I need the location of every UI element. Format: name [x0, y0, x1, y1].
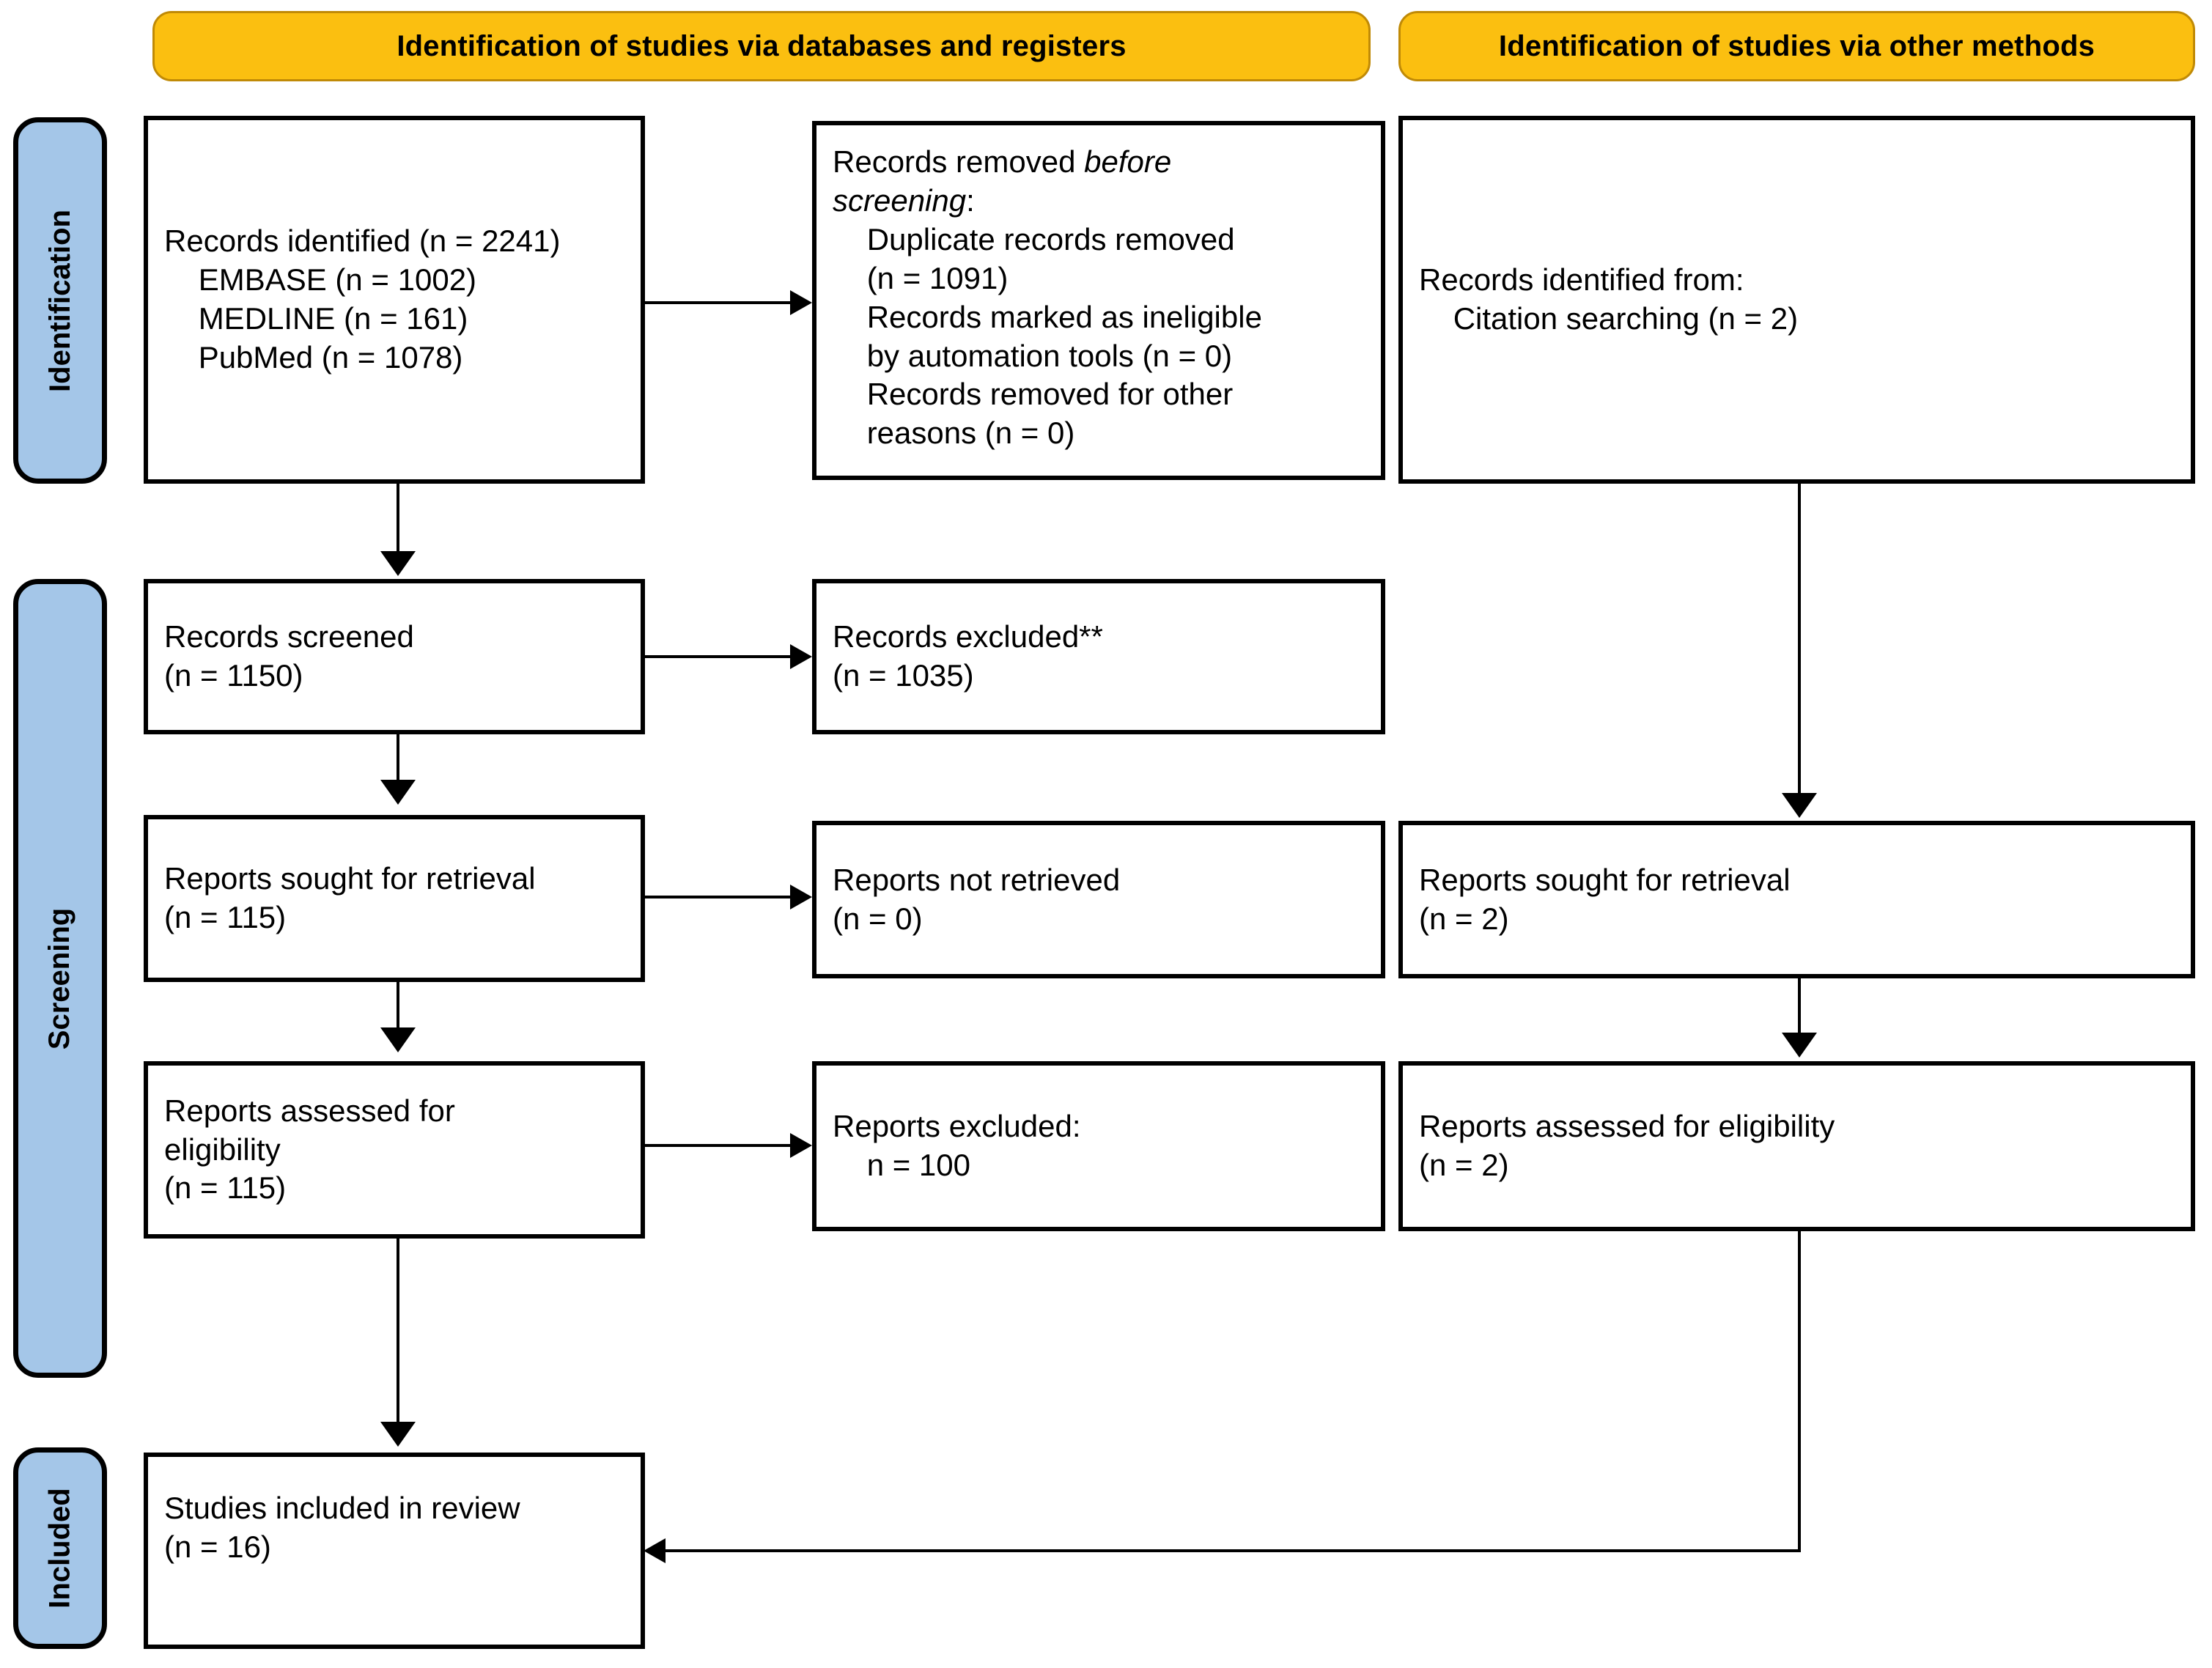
- box-records-removed-before-italic: before: [1084, 144, 1172, 179]
- box-reports-assessed-eligibility-text: Reports assessed for eligibility (n = 11…: [164, 1093, 455, 1206]
- arrowhead-other-identified-to-sought: [1782, 793, 1817, 818]
- box-records-identified: Records identified (n = 2241) EMBASE (n …: [144, 116, 645, 484]
- box-records-identified-other-methods: Records identified from: Citation search…: [1398, 116, 2195, 484]
- arrowhead-sought-to-assessed: [380, 1027, 416, 1052]
- box-records-removed-screening-italic: screening: [833, 182, 967, 218]
- connector-other-sought-to-assessed: [1798, 978, 1801, 1036]
- arrowhead-other-sought-to-assessed: [1782, 1033, 1817, 1058]
- arrowhead-other-assessed-to-included: [644, 1538, 666, 1563]
- connector-screened-to-sought: [397, 734, 399, 784]
- box-records-excluded-text: Records excluded** (n = 1035): [833, 619, 1103, 693]
- box-reports-sought-retrieval-text: Reports sought for retrieval (n = 115): [164, 861, 536, 934]
- stage-tab-screening: Screening: [13, 579, 107, 1378]
- arrowhead-sought-to-not-retrieved: [790, 885, 812, 909]
- connector-sought-to-not-retrieved: [645, 896, 792, 898]
- connector-screened-to-excluded: [645, 655, 792, 658]
- box-studies-included-review: Studies included in review (n = 16): [144, 1453, 645, 1649]
- arrowhead-screened-to-sought: [380, 780, 416, 805]
- connector-other-identified-to-sought: [1798, 484, 1801, 796]
- box-reports-assessed-eligibility: Reports assessed for eligibility (n = 11…: [144, 1061, 645, 1239]
- box-reports-excluded: Reports excluded: n = 100: [812, 1061, 1385, 1231]
- box-records-removed-before-screening: Records removed before screening: Duplic…: [812, 121, 1385, 480]
- box-reports-not-retrieved: Reports not retrieved (n = 0): [812, 821, 1385, 978]
- arrowhead-assessed-to-included: [380, 1422, 416, 1447]
- box-reports-sought-retrieval-other-text: Reports sought for retrieval (n = 2): [1419, 862, 1791, 936]
- connector-identified-to-screened: [397, 484, 399, 556]
- box-studies-included-review-text: Studies included in review (n = 16): [164, 1491, 520, 1564]
- arrowhead-identified-to-screened: [380, 551, 416, 576]
- stage-tab-identification: Identification: [13, 117, 107, 484]
- box-reports-not-retrieved-text: Reports not retrieved (n = 0): [833, 862, 1121, 936]
- header-databases-registers: Identification of studies via databases …: [152, 11, 1371, 81]
- stage-tab-identification-label: Identification: [43, 209, 76, 392]
- box-records-identified-text: Records identified (n = 2241) EMBASE (n …: [164, 224, 561, 374]
- connector-other-assessed-to-included-horizontal: [666, 1549, 1799, 1552]
- arrowhead-screened-to-excluded: [790, 644, 812, 669]
- connector-other-assessed-to-included-vertical: [1798, 1231, 1801, 1552]
- box-reports-sought-retrieval: Reports sought for retrieval (n = 115): [144, 815, 645, 982]
- stage-tab-included-label: Included: [43, 1488, 76, 1609]
- connector-sought-to-assessed: [397, 982, 399, 1032]
- arrowhead-assessed-to-excluded: [790, 1133, 812, 1158]
- stage-tab-included: Included: [13, 1447, 107, 1649]
- box-records-removed-text: Records removed before screening: Duplic…: [816, 125, 1278, 453]
- box-records-removed-lead: Records removed: [833, 144, 1085, 179]
- box-reports-sought-retrieval-other: Reports sought for retrieval (n = 2): [1398, 821, 2195, 978]
- box-reports-assessed-eligibility-other: Reports assessed for eligibility (n = 2): [1398, 1061, 2195, 1231]
- header-other-methods: Identification of studies via other meth…: [1398, 11, 2195, 81]
- box-records-removed-rest: : Duplicate records removed (n = 1091) R…: [866, 182, 1262, 451]
- box-records-screened: Records screened (n = 1150): [144, 579, 645, 734]
- connector-assessed-to-included: [397, 1239, 399, 1425]
- arrowhead-identified-to-removed: [790, 290, 812, 315]
- connector-assessed-to-excluded: [645, 1144, 792, 1147]
- header-other-methods-label: Identification of studies via other meth…: [1498, 29, 2095, 62]
- box-reports-assessed-eligibility-other-text: Reports assessed for eligibility (n = 2): [1419, 1109, 1835, 1182]
- box-records-identified-other-text: Records identified from: Citation search…: [1419, 262, 1799, 336]
- header-databases-label: Identification of studies via databases …: [397, 29, 1127, 62]
- box-records-screened-text: Records screened (n = 1150): [164, 619, 414, 693]
- connector-identified-to-removed: [645, 301, 792, 304]
- stage-tab-screening-label: Screening: [43, 907, 76, 1049]
- box-reports-excluded-text: Reports excluded: n = 100: [833, 1109, 1081, 1182]
- box-records-excluded: Records excluded** (n = 1035): [812, 579, 1385, 734]
